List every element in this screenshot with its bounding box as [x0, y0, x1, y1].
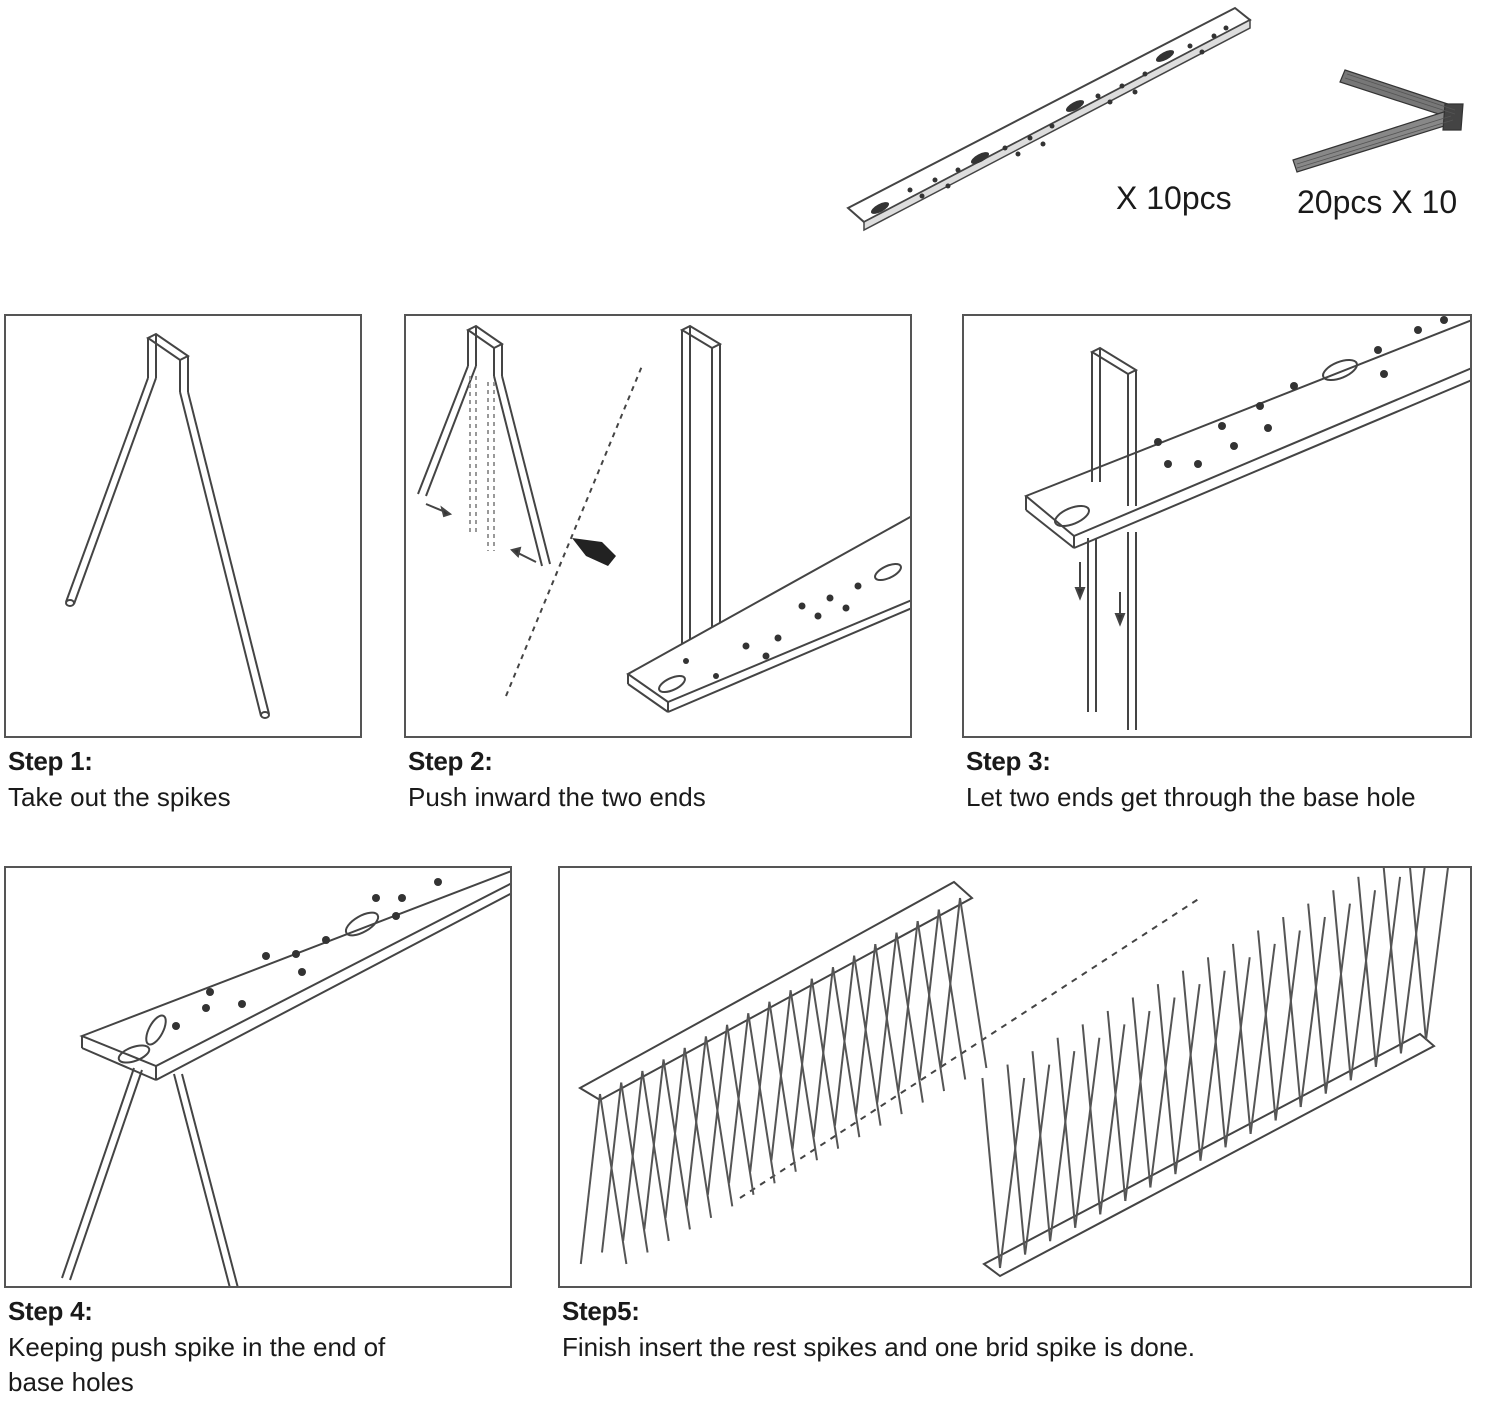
- spike: [1374, 876, 1402, 1067]
- spike: [1409, 868, 1427, 1041]
- spike: [1257, 930, 1277, 1121]
- spike: [1231, 943, 1252, 1134]
- spike: [1174, 983, 1201, 1175]
- spike: [662, 1059, 691, 1230]
- spike: [810, 978, 840, 1149]
- spike: [812, 967, 834, 1138]
- step-2-description: Push inward the two ends: [408, 782, 706, 812]
- spike: [1282, 916, 1302, 1108]
- spike: [622, 1070, 644, 1242]
- spike: [728, 1013, 750, 1184]
- step-5-illustration: [577, 868, 1449, 1278]
- spike: [683, 1047, 713, 1219]
- spike: [1206, 957, 1227, 1148]
- spike: [897, 920, 919, 1092]
- step-3-description: Let two ends get through the base hole: [966, 782, 1416, 812]
- spike: [1031, 1051, 1052, 1242]
- spike: [939, 897, 961, 1069]
- spike: [1106, 1010, 1127, 1202]
- step-2-title: Step 2:: [408, 746, 493, 776]
- spike: [768, 1001, 797, 1172]
- base-quantity-label: X 10pcs: [1116, 180, 1232, 216]
- step-1-description: Take out the spikes: [8, 782, 231, 812]
- spike: [1382, 868, 1402, 1054]
- spike: [641, 1070, 670, 1242]
- step-2-panel: [404, 314, 912, 738]
- step-1-illustration: [65, 332, 270, 719]
- spike: [1425, 868, 1449, 1041]
- spike: [770, 990, 792, 1161]
- spike: [937, 909, 967, 1080]
- step-4-illustration: [61, 870, 510, 1286]
- spike: [599, 1093, 628, 1265]
- step-3-panel: [962, 314, 1472, 738]
- spike: [1324, 903, 1351, 1094]
- step-1-panel: [4, 314, 362, 738]
- spike: [1099, 1024, 1126, 1215]
- spike: [1332, 890, 1352, 1081]
- spike-quantity-label: 20pcs X 10: [1297, 184, 1458, 220]
- step-3-illustration: [1024, 316, 1470, 730]
- base-strip-illustration: [846, 6, 1252, 232]
- spike: [1024, 1064, 1051, 1255]
- spike: [579, 1093, 601, 1265]
- spike: [916, 920, 946, 1092]
- spike: [833, 955, 856, 1126]
- spike: [1307, 903, 1327, 1094]
- spike: [876, 932, 898, 1103]
- spike: [1249, 943, 1276, 1135]
- spike: [1149, 997, 1176, 1188]
- spike: [1349, 890, 1377, 1081]
- spike: [620, 1082, 649, 1253]
- step-4-panel: [4, 866, 512, 1288]
- spike: [1156, 984, 1177, 1175]
- spike: [749, 1001, 771, 1172]
- spike: [918, 909, 940, 1080]
- step-1-title: Step 1:: [8, 746, 93, 776]
- spike: [1199, 970, 1226, 1161]
- step-4-description-line-2: base holes: [8, 1367, 134, 1397]
- spike: [726, 1024, 755, 1195]
- step-2-illustration: [417, 324, 910, 713]
- step-5-title: Step5:: [562, 1296, 640, 1326]
- spike: [706, 1024, 729, 1195]
- spike: [855, 944, 877, 1115]
- spike: [831, 967, 861, 1138]
- spike: [747, 1013, 776, 1184]
- spike: [1131, 997, 1152, 1188]
- spike: [1274, 930, 1301, 1121]
- spike: [704, 1036, 734, 1207]
- spike: [874, 943, 903, 1115]
- spike: [791, 978, 813, 1149]
- spike: [664, 1047, 686, 1218]
- spike: [1081, 1024, 1102, 1215]
- spike: [1299, 916, 1326, 1108]
- spike: [643, 1059, 665, 1230]
- spike: [981, 1077, 1001, 1269]
- spike: [1357, 876, 1377, 1067]
- spike: [895, 932, 924, 1103]
- spike: [999, 1077, 1026, 1269]
- spike: [1399, 868, 1426, 1054]
- spike: [853, 955, 882, 1126]
- spike: [959, 897, 988, 1069]
- step-4-description-line-1: Keeping push spike in the end of: [8, 1332, 386, 1362]
- spike: [1224, 957, 1251, 1148]
- spike: [1124, 1010, 1151, 1202]
- spike: [685, 1036, 707, 1207]
- spike-bundle-illustration: [1292, 69, 1464, 173]
- spike: [1181, 970, 1202, 1161]
- spike: [1074, 1037, 1101, 1228]
- spike: [789, 990, 818, 1161]
- step-5-panel: [558, 866, 1472, 1288]
- step-4-title: Step 4:: [8, 1296, 93, 1326]
- spike: [1006, 1064, 1027, 1255]
- spike: [600, 1082, 623, 1253]
- step-5-description: Finish insert the rest spikes and one br…: [562, 1332, 1196, 1362]
- spike: [1056, 1037, 1077, 1228]
- spike: [1049, 1051, 1076, 1242]
- step-3-title: Step 3:: [966, 746, 1051, 776]
